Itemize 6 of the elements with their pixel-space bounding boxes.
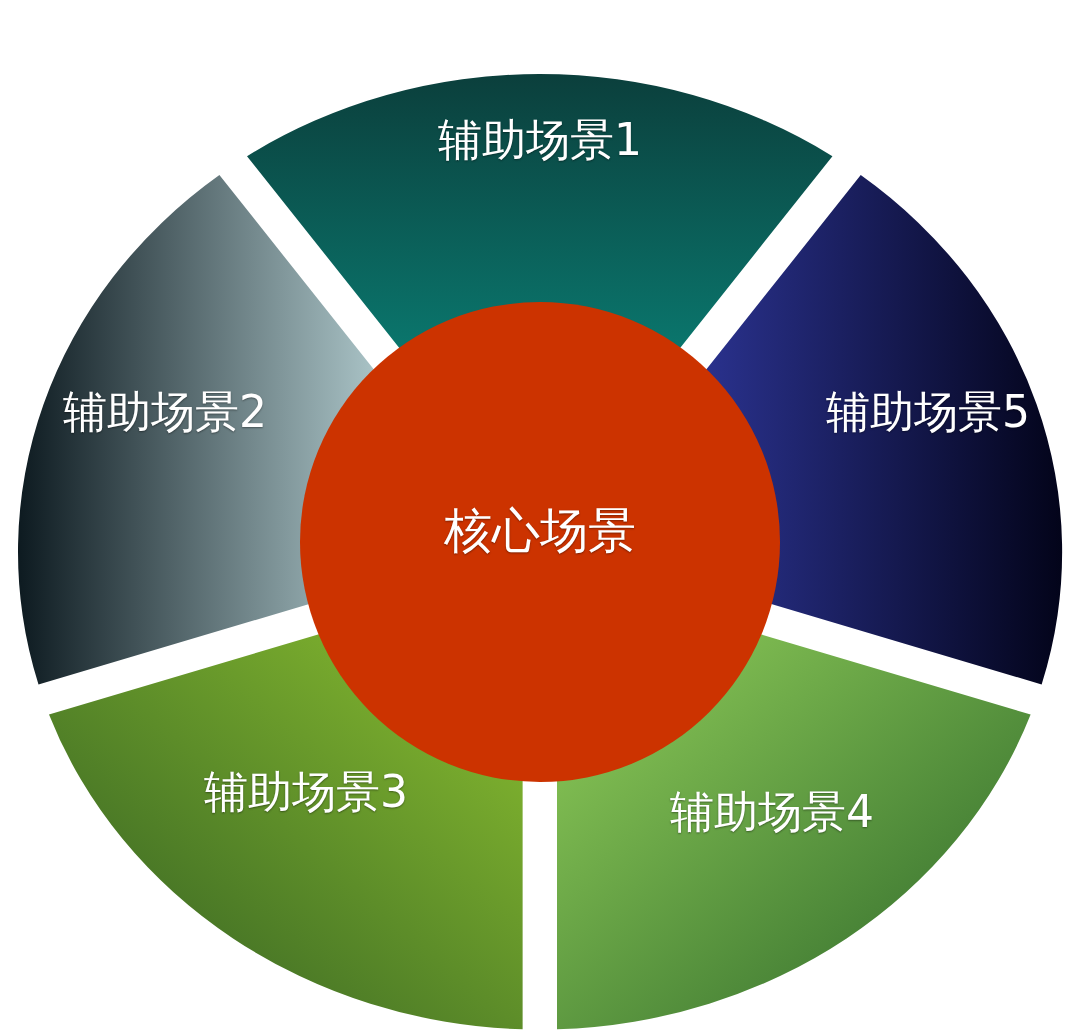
segment-label: 辅助场景5 <box>826 387 1030 437</box>
segment-label: 辅助场景2 <box>63 387 267 437</box>
segment-label: 辅助场景4 <box>670 787 874 837</box>
segment-label: 辅助场景3 <box>204 767 408 817</box>
core-label: 核心场景 <box>444 503 636 557</box>
segment-label: 辅助场景1 <box>438 115 642 165</box>
